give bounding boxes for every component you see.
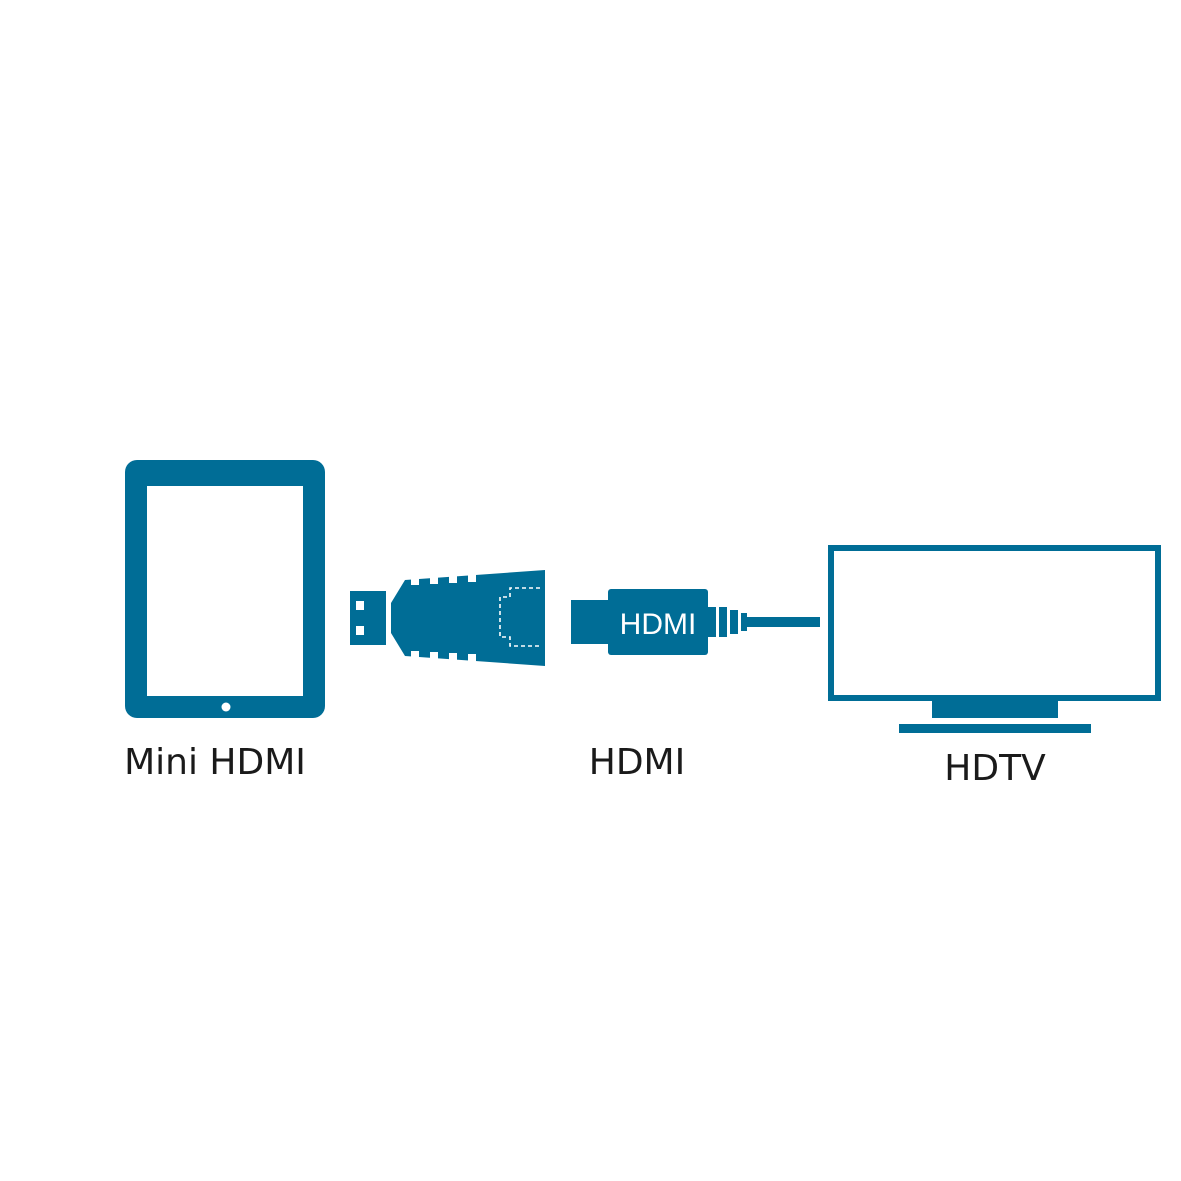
hdmi-label: HDMI	[588, 742, 686, 783]
hdtv-icon	[828, 545, 1161, 733]
hdmi-cable-icon: HDMI	[571, 589, 820, 655]
tablet-label: Mini HDMI	[124, 742, 306, 783]
connector-plug-label: HDMI	[620, 608, 697, 641]
hdmi-adapter-icon	[391, 570, 545, 666]
tablet-icon	[125, 460, 325, 718]
mini-hdmi-plug-icon	[350, 591, 386, 645]
hdtv-label: HDTV	[944, 748, 1046, 789]
